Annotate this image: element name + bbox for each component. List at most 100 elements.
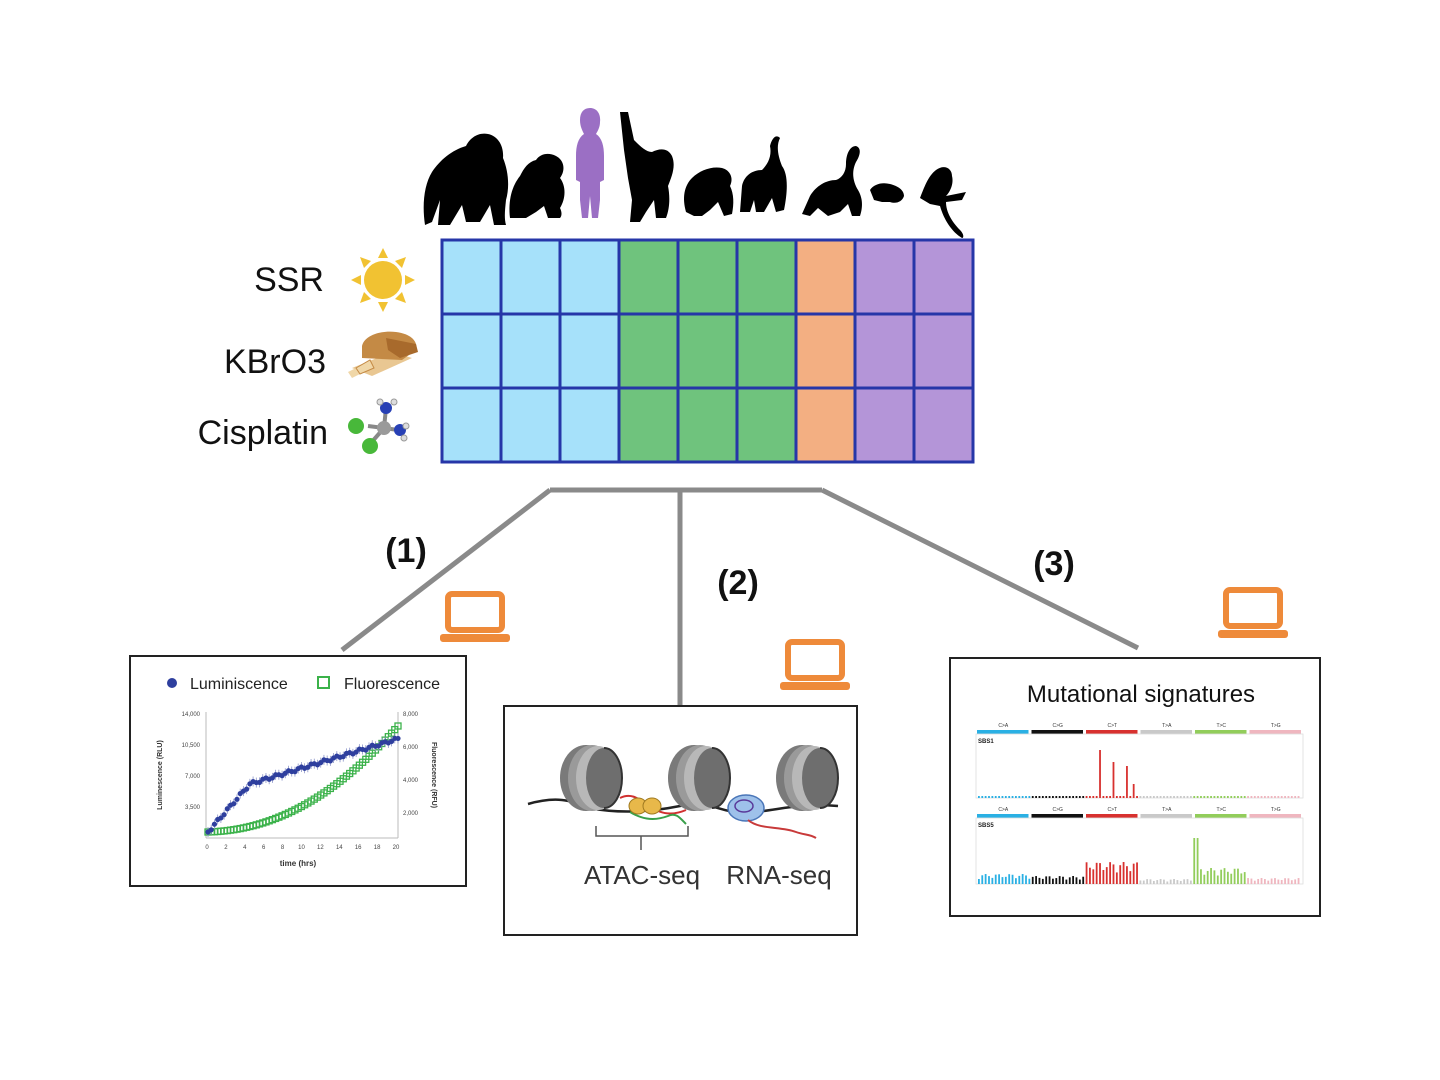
signature-bar xyxy=(1015,878,1017,884)
signature-bar xyxy=(991,796,994,798)
signature-bar xyxy=(1142,880,1145,884)
signature-bar xyxy=(1290,796,1293,798)
signature-bar xyxy=(1142,796,1145,798)
luminiscence-point xyxy=(340,754,346,760)
signature-bar xyxy=(1139,796,1142,798)
signature-bar xyxy=(1075,796,1078,798)
signature-bar xyxy=(994,874,997,884)
signature-bar xyxy=(1065,796,1068,798)
luminiscence-series xyxy=(205,733,401,837)
signature-bar xyxy=(1018,796,1021,798)
signature-bar xyxy=(1075,877,1078,884)
signature-bar xyxy=(1247,878,1249,884)
signature-bar xyxy=(1099,750,1101,798)
signature-bar xyxy=(1136,796,1138,798)
signature-bar xyxy=(1173,796,1175,798)
signature-bar xyxy=(1166,796,1169,798)
grid-cell xyxy=(853,312,916,390)
signature-bar xyxy=(1048,876,1051,884)
category-bar xyxy=(1249,814,1301,818)
signature-bar xyxy=(1119,865,1122,884)
grid-cell xyxy=(735,238,798,316)
x-tick: 18 xyxy=(374,845,381,851)
signature-bar xyxy=(1183,879,1186,884)
category-bar xyxy=(1249,730,1301,734)
legend-marker-luminiscence xyxy=(167,678,177,688)
grid-cell xyxy=(440,238,503,316)
legend-luminiscence: Luminiscence xyxy=(190,676,288,693)
grid-cell xyxy=(499,386,562,464)
signature-bar xyxy=(1220,869,1223,884)
signature-bar xyxy=(1102,869,1105,884)
signature-bar xyxy=(1257,878,1260,884)
signature-bar xyxy=(1004,796,1007,798)
panel2-frame xyxy=(503,705,858,936)
signature-bar xyxy=(1089,867,1091,884)
treatment-label-ssr: SSR xyxy=(254,261,324,299)
signature-bar xyxy=(1045,796,1048,798)
signature-bar xyxy=(1163,879,1165,884)
signature-bar xyxy=(1297,796,1300,798)
category-label: C>T xyxy=(1107,807,1117,813)
signature-bar xyxy=(1240,873,1243,884)
baboon-icon xyxy=(740,136,787,212)
species-row xyxy=(423,108,966,238)
signature-bar xyxy=(1072,796,1075,798)
signature-bar xyxy=(1200,796,1202,798)
grid-cell xyxy=(735,386,798,464)
signature-bar xyxy=(1196,796,1199,798)
signature-bar xyxy=(1018,875,1021,884)
signature-bar xyxy=(1270,878,1273,884)
signature-bar xyxy=(1257,796,1260,798)
signature-bar xyxy=(1085,796,1088,798)
x-tick: 14 xyxy=(336,845,343,851)
signature-name: SBS1 xyxy=(978,739,994,745)
signature-bar xyxy=(1025,796,1027,798)
signature-bar xyxy=(1115,796,1118,798)
signature-bar xyxy=(1028,878,1031,884)
signature-bar xyxy=(1092,869,1095,884)
species-treatment-grid xyxy=(440,238,975,464)
signature-bar xyxy=(1011,796,1014,798)
signature-bar xyxy=(1210,868,1212,884)
x-tick: 4 xyxy=(243,845,247,851)
luminiscence-point xyxy=(208,827,214,833)
signature-bar xyxy=(1078,796,1081,798)
signature-bar xyxy=(1233,796,1236,798)
signature-bar xyxy=(1176,796,1179,798)
category-label: T>A xyxy=(1162,723,1172,729)
signature-bar xyxy=(1045,876,1048,884)
signature-bar xyxy=(1193,838,1196,884)
signature-bar xyxy=(1089,796,1091,798)
signature-bar xyxy=(1206,796,1209,798)
x-tick: 0 xyxy=(205,845,209,851)
nucleosome xyxy=(667,744,731,812)
signature-bar xyxy=(1021,874,1024,884)
signature-bar xyxy=(1065,879,1068,884)
signature-bar xyxy=(1122,862,1125,884)
x-tick: 8 xyxy=(281,845,285,851)
category-label: T>G xyxy=(1271,807,1281,813)
legend-fluorescence: Fluorescence xyxy=(344,676,440,693)
grid-cell xyxy=(853,238,916,316)
signature-bar xyxy=(1243,872,1246,884)
signature-bar xyxy=(1112,864,1115,884)
signature-bar xyxy=(1156,880,1159,884)
signature-bar xyxy=(1146,796,1149,798)
signature-bar xyxy=(1250,878,1253,884)
signature-bar xyxy=(1152,796,1155,798)
signature-bar xyxy=(1095,862,1098,884)
signature-bar xyxy=(1230,873,1233,884)
signature-bar xyxy=(1216,796,1219,798)
signature-bar xyxy=(1025,875,1027,884)
signature-bar xyxy=(1206,870,1209,884)
signature-bar xyxy=(1173,879,1175,884)
signature-bar xyxy=(1193,796,1196,798)
signature-bar xyxy=(1237,868,1239,884)
luminiscence-point xyxy=(224,806,230,812)
orangutan-icon xyxy=(620,112,674,222)
signature-bar xyxy=(1115,872,1118,884)
signature-bar xyxy=(1082,796,1085,798)
